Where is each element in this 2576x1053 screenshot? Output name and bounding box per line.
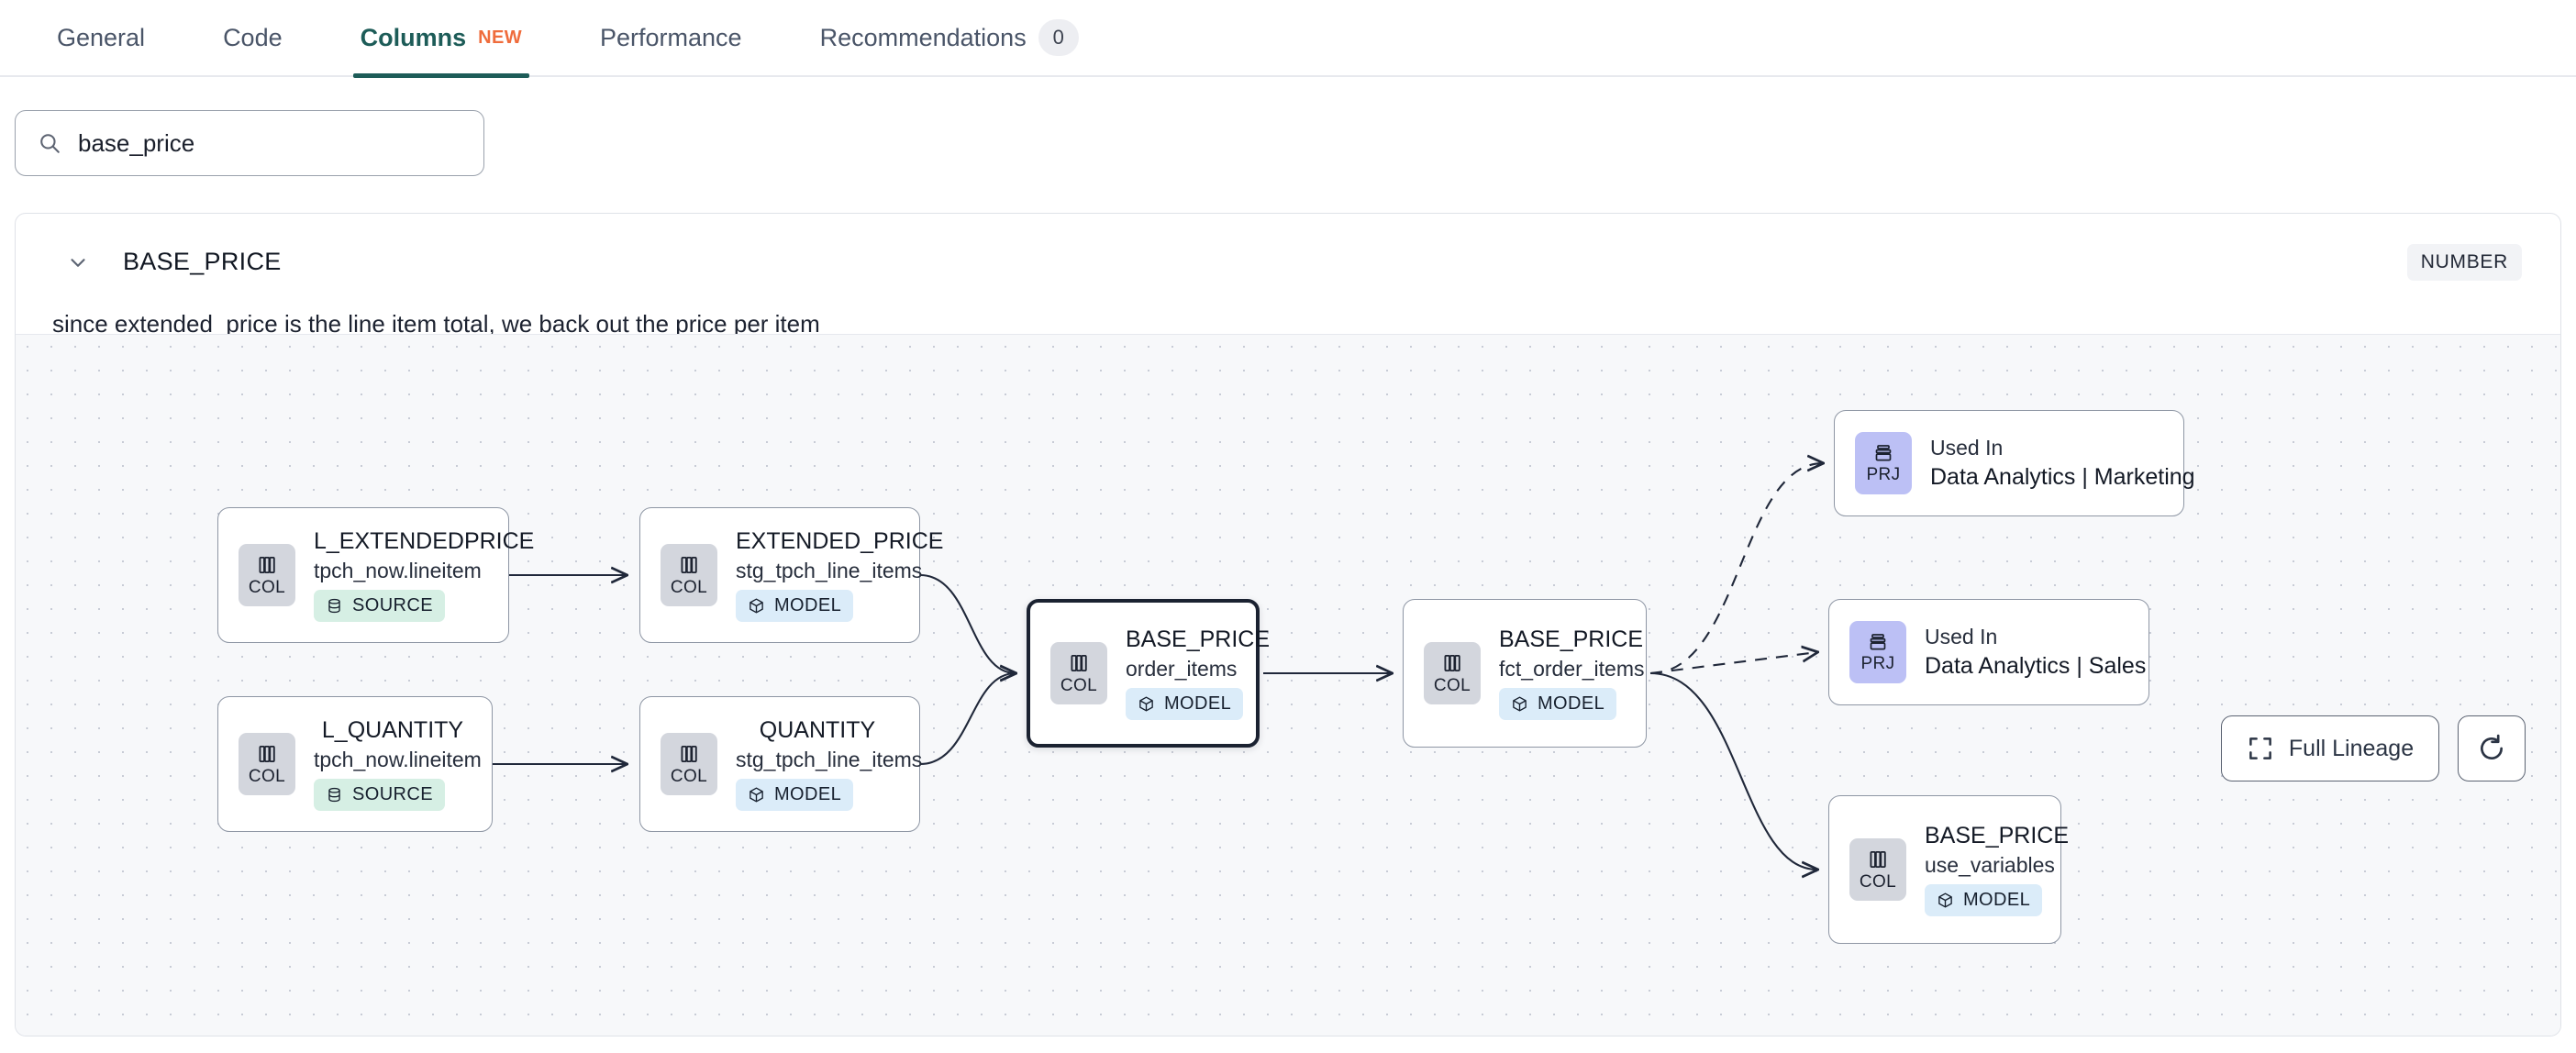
node-title: BASE_PRICE <box>1126 626 1271 652</box>
node-badge-label: SOURCE <box>352 595 433 615</box>
column-description: since extended_price is the line item to… <box>52 310 820 338</box>
tab-recommendations-label: Recommendations <box>819 23 1027 51</box>
node-badge-label: SOURCE <box>352 784 433 804</box>
col-icon-label: COL <box>1859 871 1897 892</box>
lineage-node-project[interactable]: PRJ Used In Data Analytics | Marketing <box>1834 410 2195 516</box>
col-icon: COL <box>661 733 717 795</box>
col-icon-label: COL <box>1433 675 1471 695</box>
node-type-badge: MODEL <box>1925 884 2043 916</box>
lineage-node[interactable]: COL BASE_PRICE fct_order_items MODEL <box>1403 599 1647 748</box>
node-subtitle: order_items <box>1126 657 1238 681</box>
lineage-edges <box>493 335 2561 1036</box>
lineage-node[interactable]: COL BASE_PRICE use_variables MODEL <box>1828 795 2070 944</box>
node-badge-label: MODEL <box>1538 693 1605 714</box>
chevron-down-icon[interactable] <box>66 250 90 274</box>
tab-code[interactable]: Code <box>223 0 283 76</box>
node-type-badge: MODEL <box>736 590 854 622</box>
node-title: QUANTITY <box>759 717 876 743</box>
refresh-button[interactable] <box>2458 715 2526 781</box>
node-subtitle: stg_tpch_line_items <box>736 559 923 582</box>
node-badge-label: MODEL <box>774 784 842 804</box>
tab-general[interactable]: General <box>57 0 145 76</box>
node-badge-label: MODEL <box>1164 693 1232 714</box>
database-icon <box>326 597 343 615</box>
node-subtitle: tpch_now.lineitem <box>314 748 482 771</box>
cube-icon <box>748 597 765 615</box>
refresh-icon <box>2477 734 2506 763</box>
col-icon: COL <box>239 544 295 606</box>
column-detail-panel: BASE_PRICE NUMBER since extended_price i… <box>15 213 2561 1036</box>
tab-new-badge: NEW <box>478 27 522 48</box>
column-header-row[interactable]: BASE_PRICE NUMBER <box>16 214 2560 310</box>
search-input[interactable] <box>78 128 461 158</box>
node-type-badge: MODEL <box>1126 688 1244 720</box>
expand-icon <box>2247 735 2274 762</box>
col-icon: COL <box>1424 642 1481 704</box>
node-title: L_QUANTITY <box>321 717 464 743</box>
project-icon: PRJ <box>1849 621 1906 683</box>
node-project-name: Data Analytics | Marketing <box>1930 464 2195 490</box>
node-used-in-label: Used In <box>1925 625 1998 648</box>
node-title: L_EXTENDEDPRICE <box>314 528 535 554</box>
page-title: BASE_PRICE <box>123 248 282 275</box>
lineage-node[interactable]: COL QUANTITY stg_tpch_line_items MODEL <box>639 696 923 832</box>
lineage-node[interactable]: COL L_EXTENDEDPRICE tpch_now.lineitem SO… <box>217 507 535 643</box>
column-type-badge: NUMBER <box>2406 243 2522 281</box>
node-subtitle: tpch_now.lineitem <box>314 559 482 582</box>
node-type-badge: SOURCE <box>314 590 445 622</box>
col-icon-label: COL <box>248 577 286 597</box>
node-type-badge: MODEL <box>736 779 854 811</box>
node-subtitle: use_variables <box>1925 853 2055 877</box>
node-title: EXTENDED_PRICE <box>736 528 944 554</box>
search-icon <box>38 131 61 155</box>
node-used-in-label: Used In <box>1930 436 2004 460</box>
tab-performance-label: Performance <box>600 23 742 51</box>
node-badge-label: MODEL <box>1963 890 2031 910</box>
node-project-name: Data Analytics | Sales <box>1925 653 2147 679</box>
tab-columns-label: Columns <box>360 23 467 51</box>
node-type-badge: SOURCE <box>314 779 445 811</box>
cube-icon <box>748 786 765 804</box>
database-icon <box>326 786 343 804</box>
col-icon-label: COL <box>248 766 286 786</box>
lineage-node[interactable]: COL L_QUANTITY tpch_now.lineitem SOURCE <box>217 696 493 832</box>
tab-code-label: Code <box>223 23 283 51</box>
tab-recommendations[interactable]: Recommendations 0 <box>820 0 1079 76</box>
col-icon: COL <box>1849 838 1906 901</box>
lineage-node[interactable]: COL EXTENDED_PRICE stg_tpch_line_items M… <box>639 507 944 643</box>
tab-recommendations-count: 0 <box>1038 19 1079 56</box>
node-title: BASE_PRICE <box>1925 823 2070 848</box>
tab-bar: General Code Columns NEW Performance Rec… <box>0 0 2576 78</box>
node-badge-label: MODEL <box>774 595 842 615</box>
col-icon-label: COL <box>1060 675 1098 695</box>
col-icon: COL <box>1050 642 1107 704</box>
project-icon: PRJ <box>1855 432 1912 494</box>
lineage-node-selected[interactable]: COL BASE_PRICE order_items MODEL <box>1027 599 1271 748</box>
search-bar[interactable] <box>15 110 484 176</box>
full-lineage-button[interactable]: Full Lineage <box>2221 715 2439 781</box>
col-icon: COL <box>661 544 717 606</box>
tab-general-label: General <box>57 23 146 51</box>
node-title: BASE_PRICE <box>1499 626 1644 652</box>
node-subtitle: fct_order_items <box>1499 657 1645 681</box>
col-icon-label: COL <box>670 766 708 786</box>
tab-columns[interactable]: Columns NEW <box>352 0 530 78</box>
cube-icon <box>1511 695 1528 713</box>
full-lineage-label: Full Lineage <box>2288 735 2415 761</box>
col-icon-label: COL <box>670 577 708 597</box>
cube-icon <box>1138 695 1155 713</box>
cube-icon <box>1937 892 1954 909</box>
tab-performance[interactable]: Performance <box>600 0 742 76</box>
project-icon-label: PRJ <box>1866 464 1901 484</box>
lineage-node-project[interactable]: PRJ Used In Data Analytics | Sales <box>1828 599 2149 705</box>
project-icon-label: PRJ <box>1860 653 1895 673</box>
col-icon: COL <box>239 733 295 795</box>
node-subtitle: stg_tpch_line_items <box>736 748 923 771</box>
node-type-badge: MODEL <box>1499 688 1617 720</box>
lineage-canvas[interactable]: COL L_EXTENDEDPRICE tpch_now.lineitem SO… <box>16 334 2561 1036</box>
